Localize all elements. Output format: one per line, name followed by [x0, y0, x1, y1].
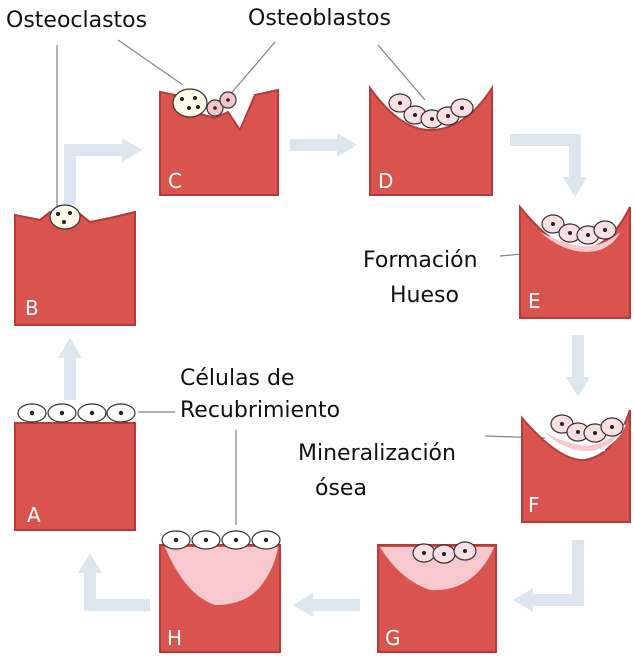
- label-osteoblasts: Osteoblastos: [248, 6, 391, 31]
- new-bone-layer: [539, 424, 626, 453]
- leader-osteoblasts-c: [227, 41, 276, 98]
- stage-b: B: [14, 204, 136, 326]
- bone-block: [14, 208, 136, 326]
- bone-block: [14, 422, 136, 531]
- stage-label-a: A: [27, 503, 41, 527]
- arrow-e-to-f-head: [566, 377, 590, 397]
- new-bone-layer: [165, 547, 278, 605]
- new-bone-layer: [540, 232, 620, 252]
- mineralized-seam: [547, 439, 606, 454]
- osteoclast-cell: [49, 204, 81, 230]
- stage-c: C: [159, 88, 279, 196]
- stage-label-b: B: [25, 296, 39, 320]
- stage-a: A: [14, 403, 136, 531]
- leader-osteoblasts-d: [377, 44, 426, 101]
- arrow-f-to-g: [530, 540, 584, 606]
- bone-block: [369, 84, 493, 196]
- stage-f: F: [521, 409, 631, 523]
- label-formation-2: Hueso: [390, 283, 459, 308]
- arrow-b-to-c: [64, 144, 125, 205]
- arrow-d-to-e: [510, 134, 581, 180]
- lining-cells: [17, 403, 136, 423]
- label-osteoclasts: Osteoclastos: [6, 8, 148, 33]
- arrow-a-to-b-head: [58, 338, 82, 358]
- arrow-h-to-a: [84, 570, 150, 611]
- arrow-b-to-c-head: [122, 138, 142, 162]
- stage-label-f: F: [528, 493, 540, 517]
- label-lining-1: Células de: [180, 366, 295, 391]
- label-mineral-1: Mineralización: [298, 441, 456, 466]
- stage-label-d: D: [378, 169, 393, 193]
- stage-label-g: G: [385, 626, 401, 650]
- arrow-f-to-g-head: [513, 588, 533, 612]
- stage-label-c: C: [168, 169, 182, 193]
- arrow-g-to-h-head: [293, 593, 313, 617]
- stage-e: E: [519, 204, 631, 319]
- stage-g: G: [377, 541, 497, 653]
- osteoclast-cell: [172, 88, 208, 118]
- arrow-d-to-e-head: [563, 177, 587, 197]
- bone-block: [521, 409, 631, 523]
- cycle-arrows: [58, 133, 590, 617]
- arrow-h-to-a-head: [78, 553, 102, 573]
- stage-label-h: H: [167, 626, 182, 650]
- arrow-c-to-d-head: [337, 133, 357, 157]
- stage-label-e: E: [528, 289, 541, 313]
- stage-h: H: [159, 530, 281, 653]
- label-mineral-2: ósea: [315, 476, 367, 501]
- label-lining-2: Recubrimiento: [180, 398, 341, 423]
- label-formation-1: Formación: [363, 248, 478, 273]
- leader-osteoclasts-c: [117, 39, 184, 86]
- stage-d: D: [369, 84, 493, 196]
